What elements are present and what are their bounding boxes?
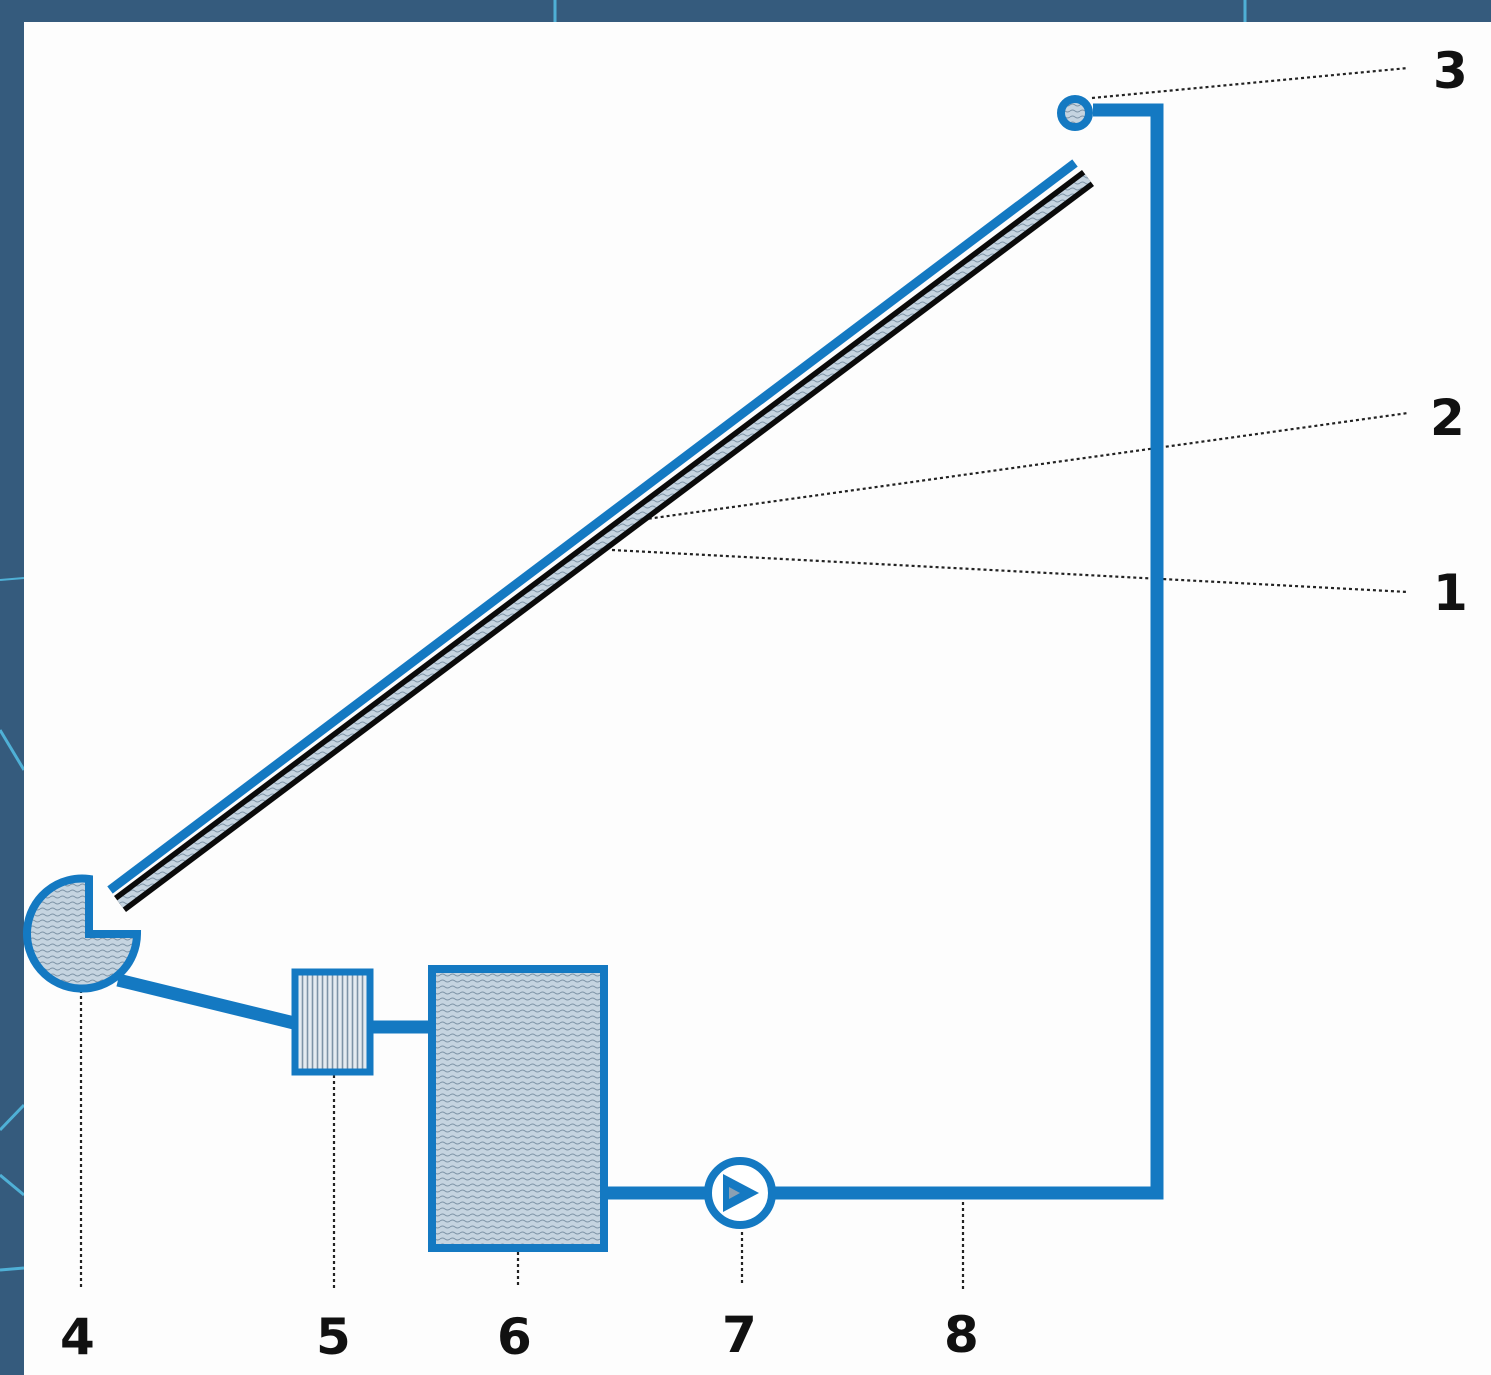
storage-tank xyxy=(428,965,608,1252)
frame-decor-line xyxy=(0,1173,25,1197)
filter xyxy=(291,968,374,1076)
distributor-header xyxy=(1057,95,1093,131)
diagram-panel xyxy=(24,22,1491,1375)
pump-arrow-icon xyxy=(723,1174,759,1212)
return-pipe xyxy=(772,103,1164,1200)
frame-decor-line xyxy=(0,1103,26,1132)
frame-decor-line xyxy=(0,1266,25,1272)
label-8: 8 xyxy=(944,1306,979,1364)
leader-line-3 xyxy=(1091,66,1409,100)
label-2: 2 xyxy=(1430,389,1465,447)
leader-line-1 xyxy=(611,548,1409,594)
pump-arrow-core xyxy=(729,1187,740,1199)
label-7: 7 xyxy=(722,1306,757,1364)
label-4: 4 xyxy=(60,1308,95,1366)
trough-to-filter-pipe xyxy=(116,973,296,1030)
label-3: 3 xyxy=(1433,42,1468,100)
label-1: 1 xyxy=(1433,564,1468,622)
frame-decor-line xyxy=(0,577,25,581)
water-film xyxy=(107,159,1078,894)
frame-decor-line xyxy=(0,729,26,771)
collector-plate-fill xyxy=(117,174,1091,908)
label-5: 5 xyxy=(316,1308,351,1366)
collecting-trough xyxy=(23,874,142,993)
label-6: 6 xyxy=(497,1308,532,1366)
